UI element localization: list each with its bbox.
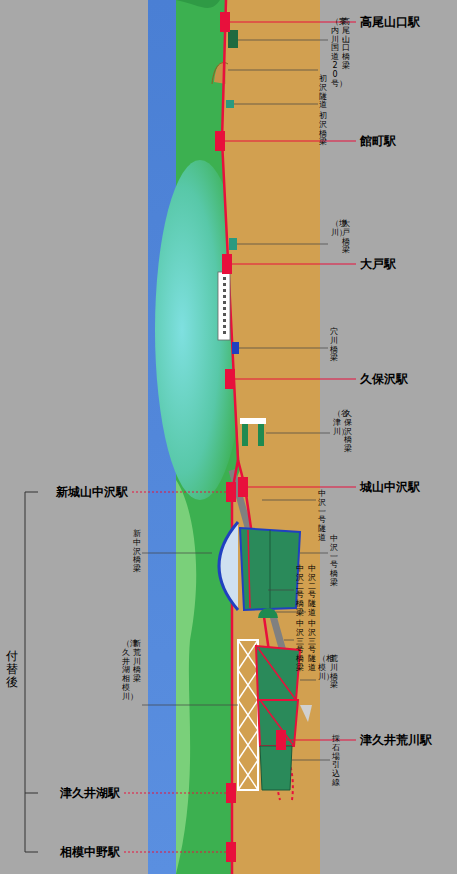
structure-label: 初沢橋梁	[319, 112, 327, 147]
station-name: 城山中沢駅	[360, 480, 420, 494]
station-name: 新城山中沢駅	[56, 485, 128, 499]
structure-label: 中沢一号橋梁	[330, 535, 338, 588]
station-name: 大戸駅	[360, 257, 396, 271]
structure-note: （相模川）	[318, 655, 326, 681]
group-label: 付替後	[6, 650, 18, 690]
station-name: 津久井荒川駅	[360, 733, 432, 747]
structure-label: 荒川橋梁	[330, 655, 338, 690]
structure-label: 採石場引込線	[332, 735, 340, 788]
structure-label: 中沢一号隧道	[318, 490, 326, 543]
structure-label: 中沢三号橋梁	[296, 620, 304, 673]
structure-note: （案内川・国道20号）	[331, 18, 339, 88]
station-name: 館町駅	[360, 134, 396, 148]
structure-note: （境川）	[331, 220, 339, 238]
structure-label: 中沢二号隧道	[308, 565, 316, 618]
structure-label: 初沢隧道	[319, 75, 327, 110]
station-name: 久保沢駅	[360, 372, 408, 386]
structure-label: 新中沢橋梁	[133, 530, 141, 574]
structure-label: 久保沢橋梁	[344, 410, 352, 454]
structure-label: 中沢三号隧道	[308, 620, 316, 673]
structure-note: （谷津川）	[333, 410, 341, 436]
structure-label: 新荒川橋梁	[133, 640, 141, 684]
station-name: 津久井湖駅	[60, 786, 120, 800]
structure-label: 穴川橋梁	[330, 328, 338, 363]
structure-label: 高尾山口橋梁	[342, 18, 350, 71]
structure-label: 中沢二号橋梁	[296, 565, 304, 618]
station-name: 相模中野駅	[60, 845, 120, 859]
station-name: 高尾山口駅	[360, 15, 420, 29]
structure-note: （津久井湖・相模川）	[122, 640, 130, 702]
structure-label: 大戸橋梁	[342, 220, 350, 255]
